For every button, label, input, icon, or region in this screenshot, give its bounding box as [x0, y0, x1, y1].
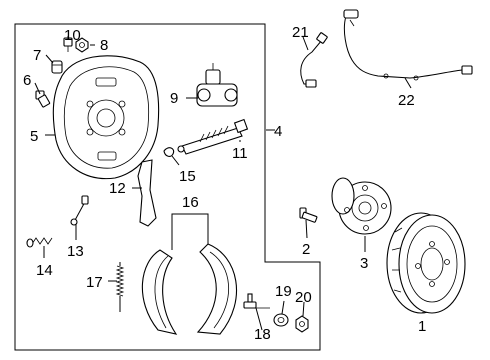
hold-down-pin: [70, 195, 89, 226]
callout-18: 18: [254, 326, 271, 343]
hold-down-spring: [26, 237, 53, 248]
backing-plate: [52, 55, 160, 180]
bolt-18: [243, 293, 270, 309]
callout-5: 5: [30, 128, 38, 145]
callout-12: 12: [109, 180, 126, 197]
shoe-bracket-line: [171, 213, 209, 250]
return-spring: [115, 262, 125, 312]
callout-2: 2: [302, 241, 310, 258]
hub-bearing: [331, 177, 392, 235]
callout-7: 7: [33, 47, 41, 64]
callout-15: 15: [179, 168, 196, 185]
callout-labels: 1 2 3 4 5 6 7 8 9 10 11 12 13 14 15 16 1…: [23, 24, 426, 343]
callout-8: 8: [100, 37, 108, 54]
callout-6: 6: [23, 72, 31, 89]
callout-3: 3: [360, 255, 368, 272]
callout-4: 4: [274, 123, 282, 140]
callout-1: 1: [418, 318, 426, 335]
wheel-stud: [299, 207, 318, 223]
bleeder-cap: [51, 60, 63, 74]
wheel-cylinder: [196, 63, 238, 107]
assembly-boundary: [14, 23, 321, 351]
brake-drum: [386, 212, 466, 314]
callout-10: 10: [64, 27, 81, 44]
bleeder-screw: [35, 90, 51, 108]
leader-lines: [34, 36, 424, 331]
nut-8: [75, 37, 89, 53]
adjuster-assembly: [177, 118, 249, 155]
retaining-clip: [163, 147, 175, 157]
callout-21: 21: [292, 24, 309, 41]
callout-20: 20: [295, 289, 312, 306]
parking-lever: [137, 159, 157, 227]
callout-19: 19: [275, 283, 292, 300]
callout-13: 13: [67, 243, 84, 260]
callout-17: 17: [86, 274, 103, 291]
bearing-19: [273, 313, 289, 327]
nut-20: [295, 315, 309, 333]
callout-14: 14: [36, 262, 53, 279]
callout-11: 11: [232, 145, 248, 162]
brake-shoes: [141, 243, 238, 335]
callout-9: 9: [170, 90, 178, 107]
callout-22: 22: [398, 92, 415, 109]
abs-sensor-harness: [343, 9, 473, 81]
callout-16: 16: [182, 194, 199, 211]
brake-hose: [300, 32, 328, 88]
